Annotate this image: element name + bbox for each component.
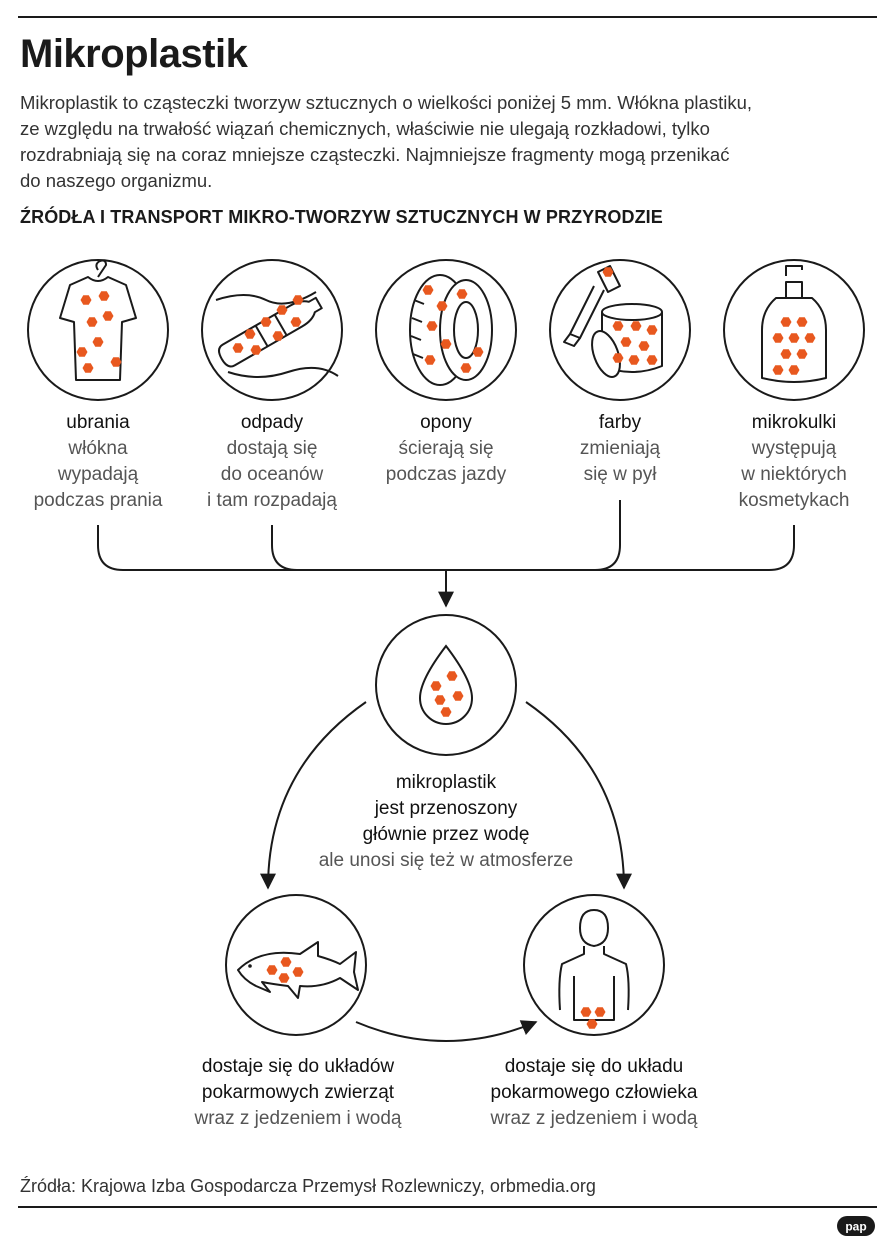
top-rule [18, 16, 877, 18]
tshirt-icon [59, 259, 137, 381]
paint-icon [563, 265, 663, 378]
source-desc: włókna wypadają podczas prania [33, 438, 163, 511]
soap-bottle-icon [761, 265, 827, 383]
source-ubrania: ubrania włókna wypadają podczas prania [13, 410, 183, 514]
human-icon [558, 909, 630, 1021]
section-title: ŹRÓDŁA I TRANSPORT MIKRO-TWORZYW SZTUCZN… [20, 207, 663, 227]
dest-human: dostaje się do układu pokarmowego człowi… [444, 1054, 744, 1132]
tire-icon [409, 274, 493, 386]
source-odpady: odpady dostają się do oceanów i tam rozp… [187, 410, 357, 514]
water-drop-icon [418, 644, 474, 725]
source-opony: opony ścierają się podczas jazdy [361, 410, 531, 488]
center-label: mikroplastik jest przenoszony głównie pr… [296, 770, 596, 874]
source-circle-opony [375, 259, 517, 401]
source-desc: zmieniają się w pył [579, 438, 661, 485]
bottle-icon [215, 291, 339, 378]
source-name: ubrania [66, 412, 130, 433]
intro-text: Mikroplastik to cząsteczki tworzyw sztuc… [20, 92, 753, 191]
dest-lead: dostaje się do układu pokarmowego człowi… [490, 1056, 698, 1103]
source-name: opony [420, 412, 472, 433]
source-mikrokulki: mikrokulki występują w niektórych kosmet… [709, 410, 879, 514]
source-connectors [97, 500, 795, 608]
source-desc: dostają się do oceanów i tam rozpadają [207, 438, 337, 511]
dest-animals: dostaje się do układów pokarmowych zwier… [148, 1054, 448, 1132]
center-circle [375, 614, 517, 756]
source-desc: występują w niektórych kosmetykach [738, 438, 850, 511]
fish-circle [225, 894, 367, 1036]
pap-logo-text: pap [845, 1220, 866, 1234]
pap-logo: pap [837, 1216, 875, 1236]
source-circle-ubrania [27, 259, 169, 401]
source-name: odpady [240, 412, 304, 433]
source-farby: farby zmieniają się w pył [535, 410, 705, 488]
page-title: Mikroplastik [20, 32, 248, 76]
source-circle-farby [549, 259, 691, 401]
human-circle [523, 894, 665, 1036]
source-circle-odpady [201, 259, 343, 401]
bottom-rule [18, 1206, 877, 1208]
source-circle-mikrokulki [723, 259, 865, 401]
flow-arrows [260, 701, 632, 1042]
source-note: Źródła: Krajowa Izba Gospodarcza Przemys… [20, 1176, 596, 1196]
dest-lead: dostaje się do układów pokarmowych zwier… [201, 1056, 395, 1103]
dest-sub: wraz z jedzeniem i wodą [490, 1108, 698, 1129]
source-name: mikrokulki [751, 412, 837, 433]
dest-sub: wraz z jedzeniem i wodą [194, 1108, 402, 1129]
source-name: farby [598, 412, 642, 433]
center-lead: mikroplastik jest przenoszony głównie pr… [362, 772, 530, 845]
center-sub: ale unosi się też w atmosferze [318, 850, 574, 871]
source-desc: ścierają się podczas jazdy [385, 438, 507, 485]
